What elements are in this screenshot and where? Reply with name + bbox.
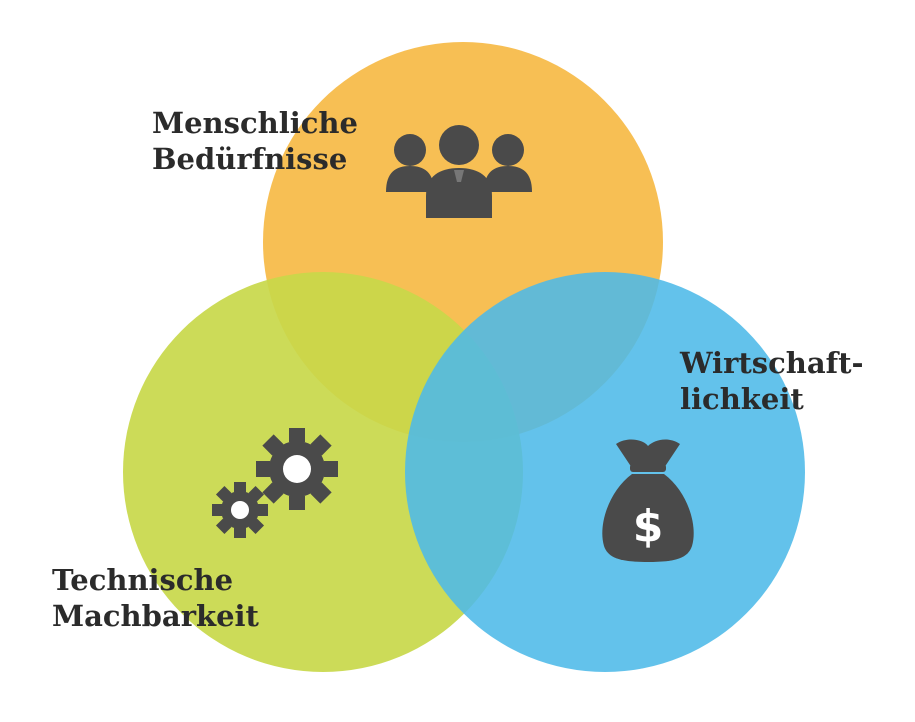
human-needs-label-line2: Bedürfnisse [152, 142, 348, 176]
technical-feasibility-label-line1: Technische [52, 563, 234, 597]
technical-feasibility-label-line2: Machbarkeit [52, 599, 259, 633]
economic-viability-label-line1: Wirtschaft- [680, 346, 864, 380]
human-needs-label-line1: Menschliche [152, 106, 358, 140]
people-group-icon [386, 125, 532, 218]
money-bag-icon: $ [602, 439, 694, 562]
dollar-symbol: $ [633, 501, 664, 552]
technical-feasibility-label: Technische Machbarkeit [52, 562, 259, 634]
human-needs-label: Menschliche Bedürfnisse [152, 105, 358, 177]
economic-viability-label: Wirtschaft- lichkeit [680, 345, 864, 417]
gears-icon [212, 428, 338, 538]
economic-viability-circle [405, 272, 805, 672]
economic-viability-label-line2: lichkeit [680, 382, 804, 416]
